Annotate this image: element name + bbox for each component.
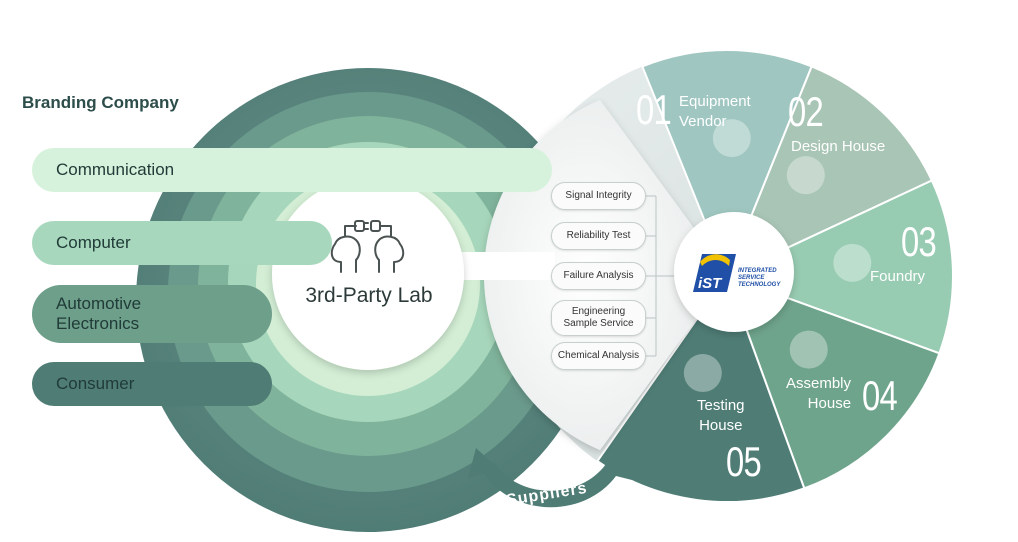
sector-automotive-line1: Automotive (56, 294, 142, 313)
service-engineering-sample: Engineering Sample Service (551, 300, 646, 336)
segment-03-dot (833, 243, 872, 282)
sector-communication: Communication (32, 148, 552, 192)
lab-label: 3rd-Party Lab (305, 284, 433, 307)
segment-01-dot (712, 119, 751, 158)
sector-computer: Computer (32, 221, 332, 265)
sector-consumer-label: Consumer (56, 374, 135, 393)
sector-communication-label: Communication (56, 160, 175, 179)
service-engineering-line2: Sample Service (563, 318, 634, 329)
segment-02-dot (786, 156, 825, 195)
segment-04-number: 04 (862, 372, 898, 419)
segment-05-dot (683, 354, 722, 393)
lab-icon (330, 220, 405, 273)
service-signal-integrity: Signal Integrity (551, 182, 646, 210)
service-bracket (646, 195, 678, 357)
ist-logo-line3: TECHNOLOGY (738, 282, 781, 288)
segment-03-label: Foundry (870, 268, 926, 285)
lab-connector (455, 252, 555, 280)
segment-03-wedge (724, 179, 954, 355)
ist-logo-mark: iST (693, 254, 736, 292)
segment-04-dot (789, 330, 828, 369)
svg-text:iST: iST (698, 275, 723, 292)
ist-logo-line2: SERVICE (738, 275, 765, 281)
suppliers-arrow (468, 448, 632, 508)
segment-04-wedge (725, 274, 941, 490)
segment-03-number: 03 (901, 218, 937, 265)
segment-04-label: Assembly House (786, 374, 851, 414)
service-failure-analysis: Failure Analysis (551, 262, 646, 290)
service-chemical-analysis: Chemical Analysis (551, 342, 646, 370)
sector-automotive-line2: Electronics (56, 314, 140, 333)
sector-consumer: Consumer (32, 362, 272, 406)
lab-circle (272, 178, 464, 370)
segment-01-line1: Equipment (679, 93, 751, 110)
segment-01-wedge (641, 49, 813, 279)
segment-05-label: Testing House (697, 396, 745, 436)
ist-logo-line1: INTEGRATED (738, 268, 777, 274)
segment-01-line2: Vendor (679, 113, 727, 130)
segment-02-number: 02 (788, 88, 824, 135)
segment-01-number: 01 (636, 86, 672, 133)
segment-04-line1: Assembly (786, 375, 852, 392)
hub-circle (674, 212, 794, 332)
segment-05-line2: House (699, 417, 743, 434)
segment-02-wedge (725, 65, 934, 278)
segment-02-label: Design House (791, 138, 886, 155)
segment-04-line2: House (807, 395, 852, 412)
segment-01-label: Equipment Vendor (679, 92, 751, 132)
service-engineering-line1: Engineering (571, 306, 626, 317)
wheel-segments (595, 49, 954, 503)
service-reliability-test: Reliability Test (551, 222, 646, 250)
segment-05-line1: Testing (697, 397, 745, 414)
segment-05-number: 05 (726, 438, 762, 485)
sector-automotive: Automotive Electronics (32, 285, 272, 343)
ist-logo-text: INTEGRATED SERVICE TECHNOLOGY (738, 268, 780, 289)
sector-computer-label: Computer (56, 233, 131, 252)
branding-company-title: Branding Company (22, 93, 179, 112)
